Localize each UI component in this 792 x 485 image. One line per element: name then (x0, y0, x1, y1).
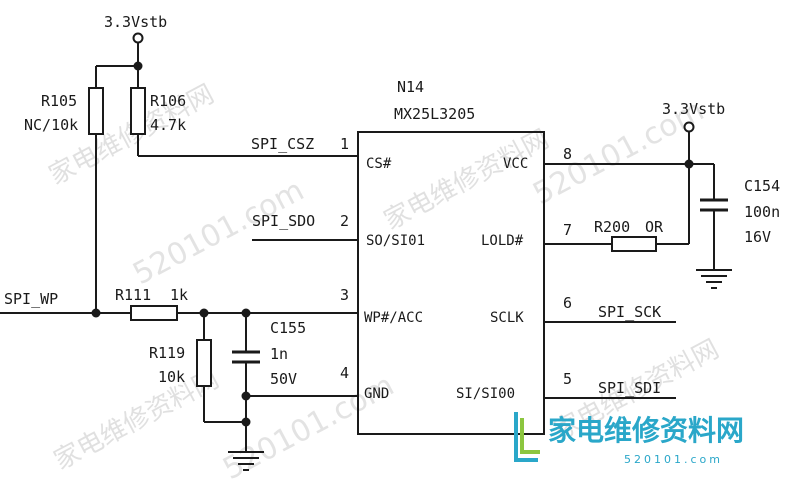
logo-bracket-icon (520, 418, 540, 454)
resistor-r200 (611, 236, 657, 252)
pin-number-7: 7 (563, 221, 572, 239)
c154-value: 100n (744, 203, 780, 221)
pin-name-cs: CS# (366, 156, 392, 172)
pin-number-2: 2 (340, 212, 349, 230)
chip-part: MX25L3205 (394, 105, 475, 123)
pin-name-wp: WP#/ACC (364, 310, 423, 326)
logo-title: 家电维修资料网 (548, 414, 744, 447)
supply-terminal-left (132, 32, 144, 44)
watermark-number: 520101.com (127, 173, 310, 292)
pin-number-6: 6 (563, 294, 572, 312)
c155-ref: C155 (270, 319, 306, 337)
resistor-r111 (130, 305, 178, 321)
net-spi-sdi: SPI_SDI (598, 379, 661, 397)
resistor-r106 (130, 87, 146, 135)
r119-value: 10k (158, 368, 185, 386)
pin-name-gnd: GND (364, 386, 389, 402)
net-spi-wp: SPI_WP (4, 290, 58, 308)
junction-dot (91, 308, 101, 318)
pin-number-4: 4 (340, 364, 349, 382)
r200-ref: R200 (594, 218, 630, 236)
resistor-r105 (88, 87, 104, 135)
pin-number-8: 8 (563, 145, 572, 163)
pin-name-so: SO/SI01 (366, 233, 425, 249)
pin-name-si: SI/SI00 (456, 386, 515, 402)
pin-name-sclk: SCLK (490, 310, 524, 326)
r200-value: OR (645, 218, 664, 236)
c155-value: 1n (270, 345, 288, 363)
r105-value: NC/10k (24, 116, 78, 134)
site-logo: 家电维修资料网 520101.com (514, 412, 744, 466)
c154-ref: C154 (744, 177, 780, 195)
chip-body (357, 131, 545, 435)
c155-voltage: 50V (270, 370, 297, 388)
c154-voltage: 16V (744, 228, 771, 246)
ground-symbol-right (696, 269, 732, 289)
pin-name-vcc: VCC (503, 156, 528, 172)
r111-ref: R111 (115, 286, 151, 304)
supply-label-right: 3.3Vstb (662, 100, 725, 118)
net-spi-csz: SPI_CSZ (251, 135, 314, 153)
r111-value: 1k (170, 286, 188, 304)
r105-ref: R105 (41, 92, 77, 110)
net-spi-sdo: SPI_SDO (252, 212, 315, 230)
r106-value: 4.7k (150, 116, 186, 134)
ground-symbol-left (228, 451, 264, 471)
pin-number-1: 1 (340, 135, 349, 153)
r106-ref: R106 (150, 92, 186, 110)
logo-bracket-icon (514, 412, 538, 462)
resistor-r119 (196, 339, 212, 387)
logo-url: 520101.com (624, 453, 723, 466)
r119-ref: R119 (149, 344, 185, 362)
junction-dot (133, 61, 143, 71)
pin-number-5: 5 (563, 370, 572, 388)
junction-dot (241, 391, 251, 401)
supply-label-left: 3.3Vstb (104, 13, 167, 31)
pin-name-lold: LOLD# (481, 233, 524, 249)
net-spi-sck: SPI_SCK (598, 303, 661, 321)
pin-number-3: 3 (340, 286, 349, 304)
chip-ref: N14 (397, 78, 424, 96)
junction-dot (241, 417, 251, 427)
